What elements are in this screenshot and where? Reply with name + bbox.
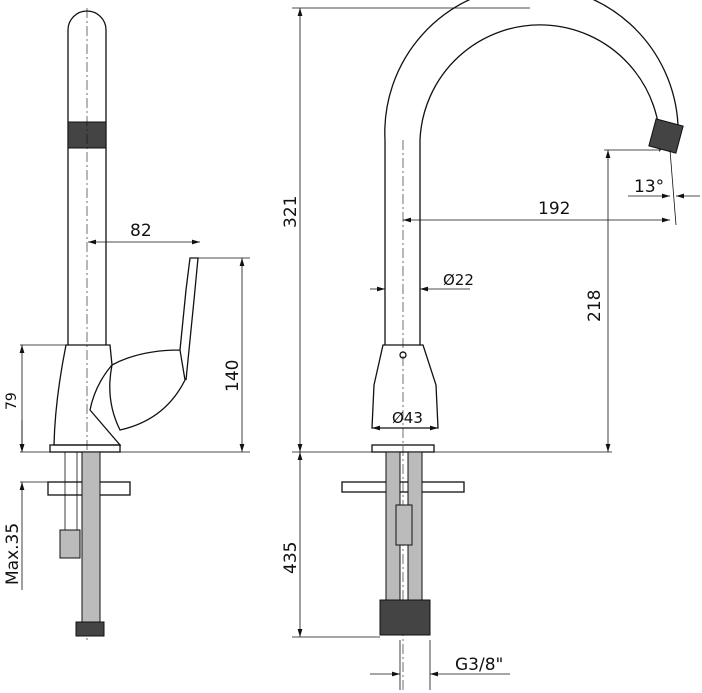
dim-spout-reach: 192	[538, 199, 570, 219]
dim-spout-clearance: 218	[585, 290, 605, 322]
dim-max-counter-thickness: Max.35	[3, 523, 23, 585]
dim-spout-angle: 13°	[634, 177, 664, 197]
front-view: 321 192 13° 218 Ø22 Ø43 435 G3/8"	[281, 0, 700, 690]
mounting-nut-front	[395, 504, 413, 546]
mounting-nut	[59, 529, 81, 559]
dim-tube-diameter: Ø22	[443, 271, 474, 289]
base-plate	[49, 444, 121, 453]
set-screw	[399, 351, 407, 359]
hose-connector	[75, 621, 105, 637]
side-view: 82 140 79 Max.35	[3, 8, 250, 640]
threaded-rod	[64, 451, 78, 533]
dim-lever-height: 140	[223, 360, 243, 392]
hose-connectors	[379, 599, 431, 636]
supply-hose	[81, 451, 101, 623]
dim-total-height: 321	[281, 196, 301, 228]
lever-handle	[109, 257, 199, 431]
dim-lever-reach: 82	[130, 221, 152, 241]
dim-hose-length: 435	[281, 542, 301, 574]
dim-connection-thread: G3/8"	[455, 655, 503, 675]
mounting-plate-front	[341, 481, 465, 493]
dim-base-diameter: Ø43	[392, 409, 423, 427]
gooseneck-spout	[384, 0, 679, 345]
spout-aerator	[648, 118, 684, 154]
dim-body-height: 79	[4, 392, 20, 410]
extension-line	[669, 149, 677, 226]
